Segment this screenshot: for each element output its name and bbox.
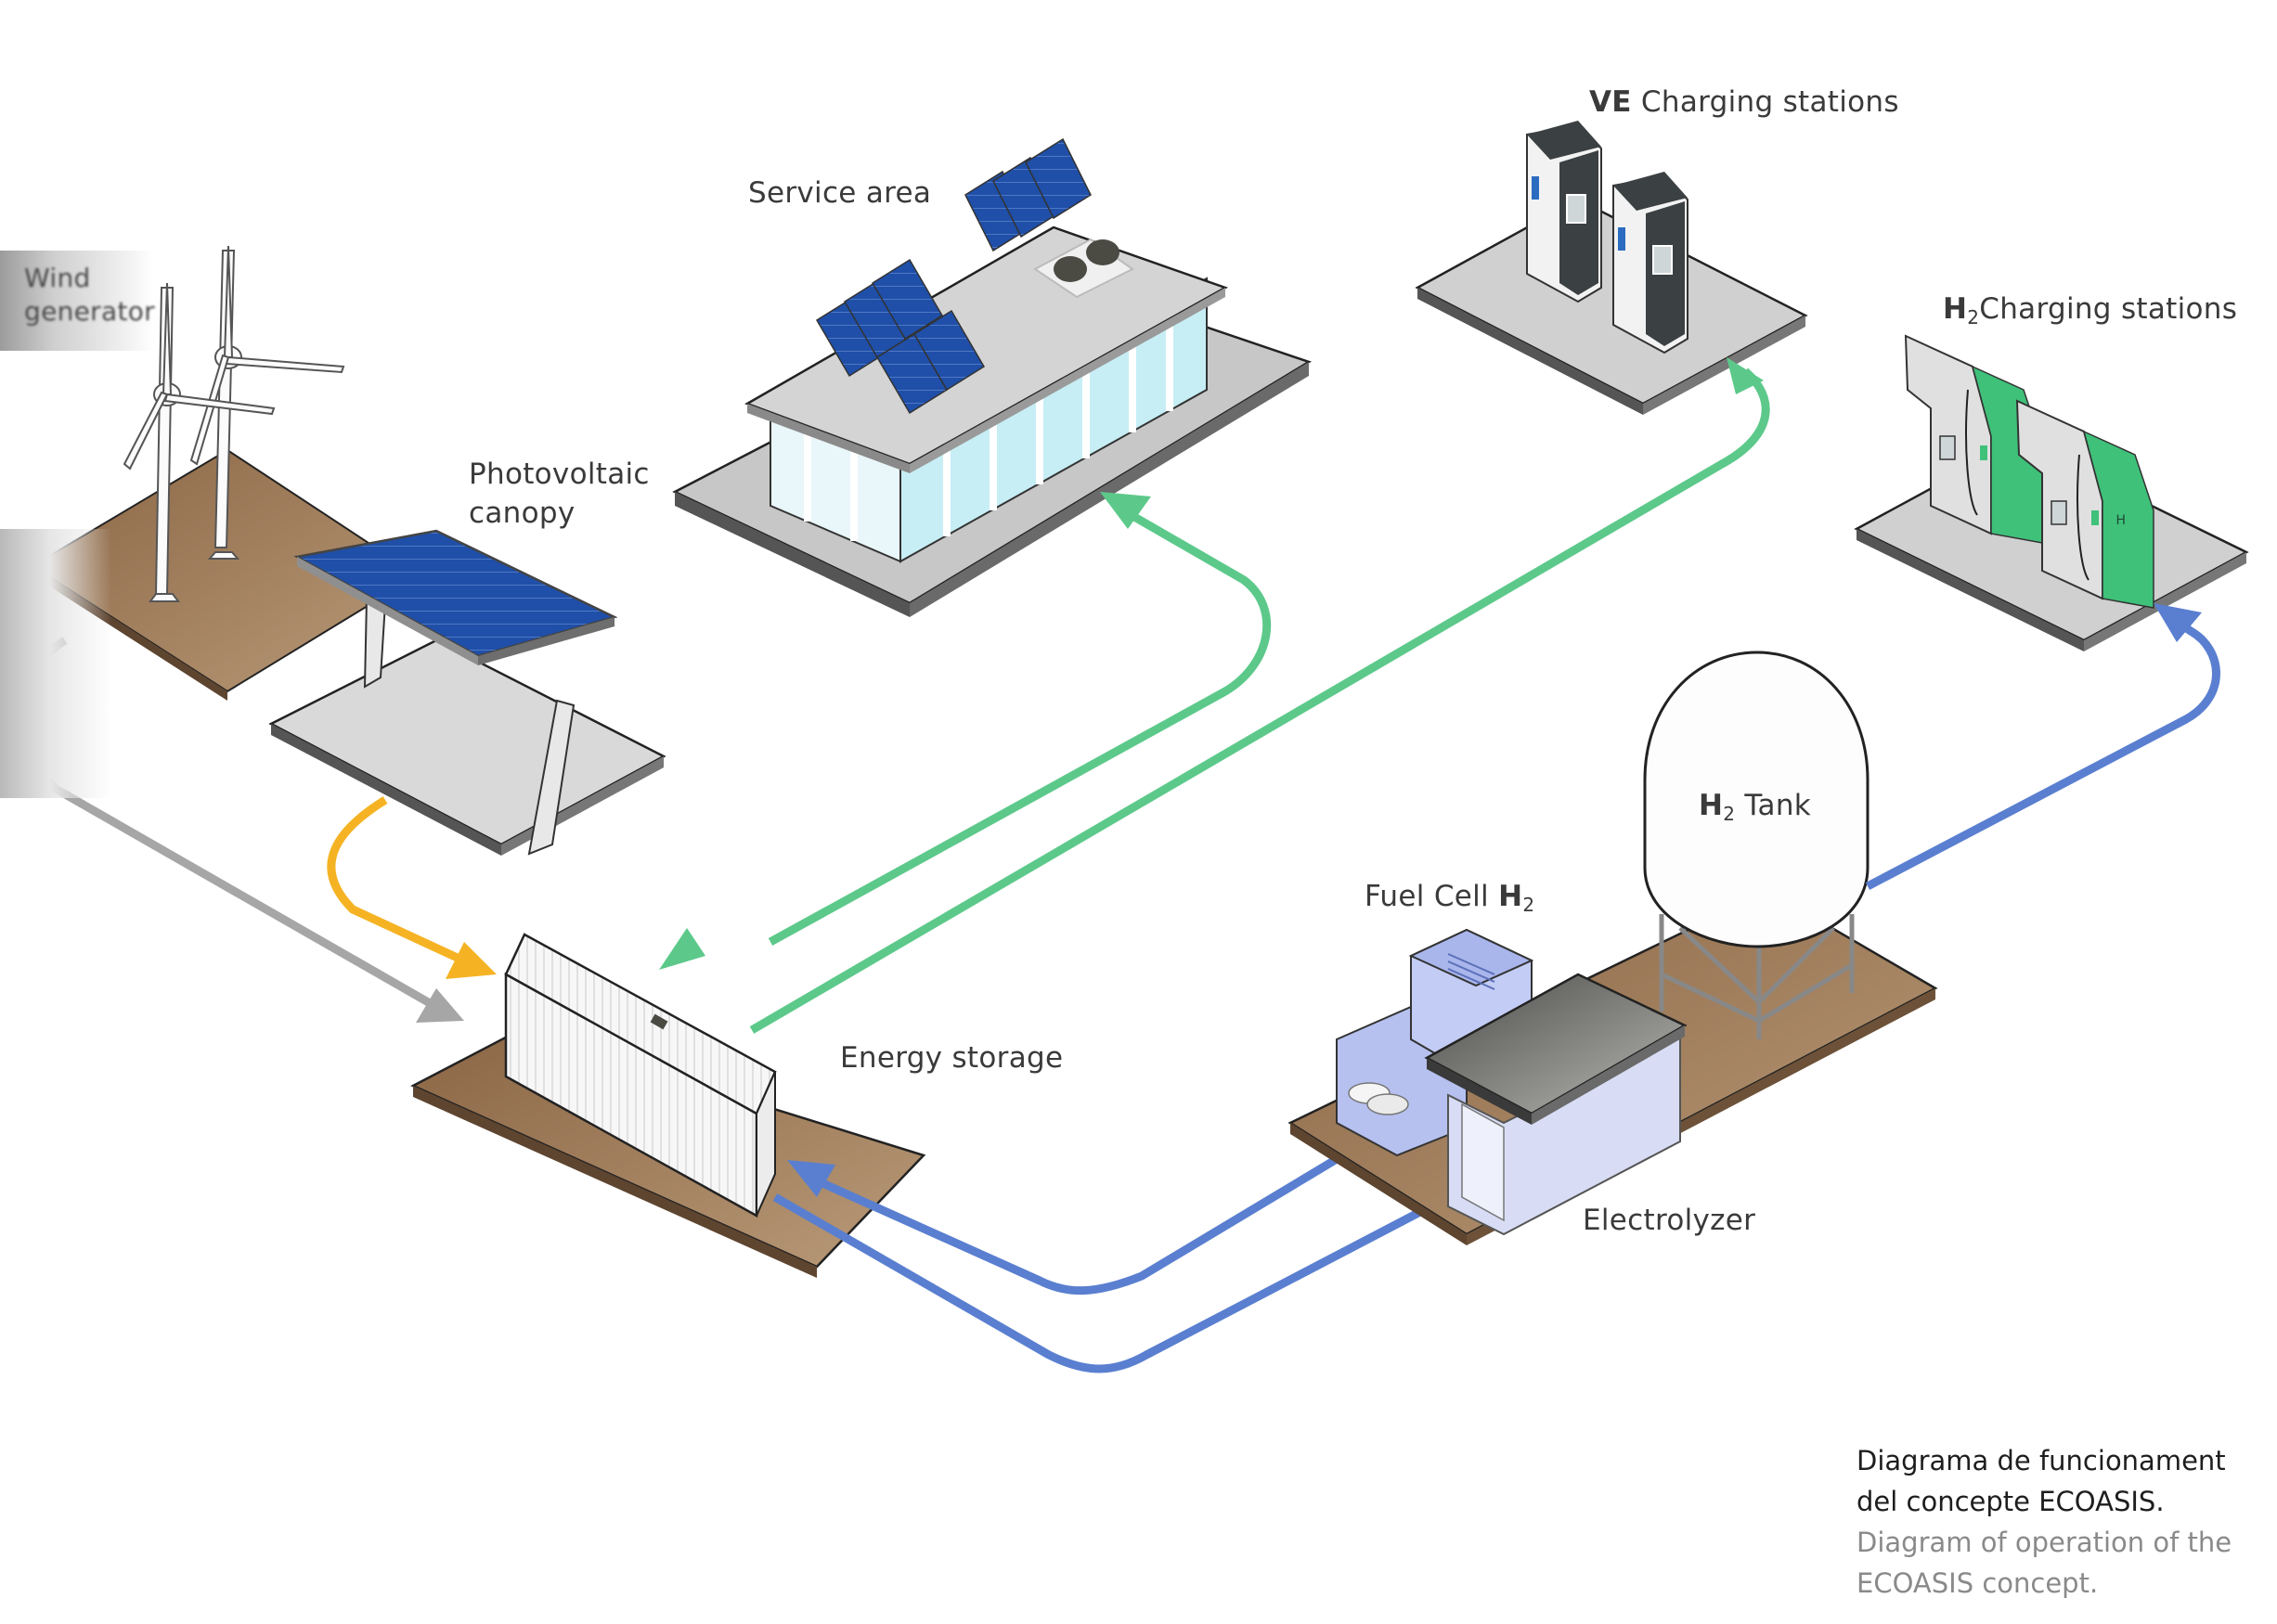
label-bold: H [1943,292,1968,326]
pv-leg [527,699,576,856]
left-edge-fade [0,529,111,798]
flow-pv-to-storage [327,796,475,970]
hvac-fans-icon [1033,238,1134,299]
ev-charger-icon [1612,172,1688,354]
flow-tank-to-h2-station [1865,618,2220,890]
label-service-area: Service area [748,176,932,210]
label-subscript: 2 [1723,803,1736,825]
h2-charging-node: H [1854,334,2249,651]
service-area-node [672,137,1312,617]
caption-line: Diagram of operation of the [1857,1527,2232,1558]
label-bold: VE [1589,85,1632,119]
label-h2-charging-stations: H2Charging stations [1943,292,2237,329]
pv-canopy-node [268,529,666,856]
caption-line: ECOASIS concept. [1857,1567,2099,1599]
h2-tank-icon [1643,651,1869,1039]
figure-caption: Diagrama de funcionament del concepte EC… [1857,1440,2232,1604]
label-energy-storage: Energy storage [840,1041,1064,1075]
label-line: Wind [24,263,91,293]
h2-panel-logo: H [2115,513,2126,528]
caption-line: del concepte ECOASIS. [1857,1486,2165,1517]
label-bold: H [1699,789,1724,822]
h2-dispenser-icon: H [2015,399,2154,609]
label-subscript: 2 [1522,894,1535,916]
label-electrolyzer: Electrolyzer [1583,1204,1756,1237]
label-ve-charging-stations: VE Charging stations [1589,85,1899,119]
label-rest: Charging stations [1631,85,1899,119]
label-line: canopy [469,496,576,530]
label-line: Photovoltaic [469,458,650,491]
caption-line: Diagrama de funcionament [1857,1445,2226,1476]
flow-arrowhead [416,988,464,1023]
label-rest: Fuel Cell [1365,880,1499,913]
label-rest: Charging stations [1979,292,2238,326]
wind-label-background [0,251,153,351]
label-subscript: 2 [1967,306,1980,329]
ev-charger-icon [1526,121,1602,303]
hydrogen-plant-node [1287,651,1938,1245]
electrolyzer-icon [1424,973,1688,1236]
label-bold: H [1498,880,1523,913]
flow-arrowhead [1727,357,1764,394]
flow-arrowhead [1100,492,1151,529]
flow-arrowhead [659,928,705,970]
ve-charging-node [1415,121,1808,415]
flow-storage-to-service [768,507,1272,946]
pv-platform [268,638,666,846]
label-wind-generator: Wind generator [24,262,163,329]
wind-turbine-icon [123,245,345,602]
flow-arrowhead [787,1160,835,1197]
caption-english: Diagram of operation of the ECOASIS conc… [1857,1522,2232,1604]
label-fuel-cell-h2: Fuel Cell H2 [1365,880,1534,916]
flow-fuelcell-to-storage [810,1133,1377,1295]
label-pv-canopy: Photovoltaic canopy [469,455,650,533]
energy-storage-node [410,933,926,1278]
flow-arrowhead [2154,603,2202,642]
caption-catalan: Diagrama de funcionament del concepte EC… [1857,1440,2232,1522]
label-h2-tank: H2 Tank [1699,789,1811,825]
flow-arrowhead [446,942,497,979]
flow-storage-to-electrolyzer [772,1189,1460,1373]
rooftop-solar-panels-icon [815,137,1092,415]
label-line: generator [24,296,155,327]
label-rest: Tank [1735,789,1812,822]
